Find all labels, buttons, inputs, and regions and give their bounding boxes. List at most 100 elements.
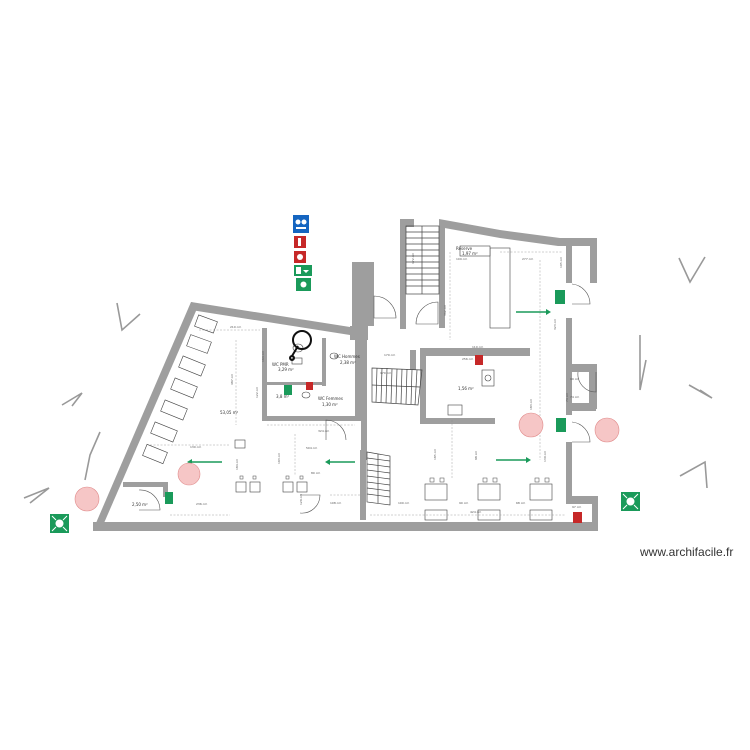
stair-wall-top [406,219,414,227]
assembly-point-sign-icon [296,278,311,291]
bottom-wall [93,522,598,531]
dim-label: 172 cm [411,253,415,264]
room-area-wc-pmr: 3,29 m² [278,367,294,372]
door-swings [138,283,597,514]
dim-label: 74 cm [570,395,579,399]
dim-label: 185 cm [433,449,437,460]
wc-wall-bottom [262,416,362,421]
assembly-point-sign-icon [621,492,640,511]
kitchen-wall-left [420,348,426,423]
dim-label: 487 cm [230,374,234,385]
kitchen-wall-bottom [420,418,495,424]
dim-label: 424 cm [470,510,481,514]
room-name-wc-femmes: WC Femmes [318,396,343,401]
room-name-reserve: Réserve [456,246,473,251]
stair-wall-right [439,225,445,328]
extinguisher-zones [74,412,620,512]
furniture [142,245,553,521]
extinguisher-sign-icon [306,382,313,390]
placed-signs [165,290,582,523]
top-left-wall [191,302,350,335]
small-room-wall-right [163,482,168,497]
room-name-wc-pmr: WC PMR [272,362,289,367]
extinguisher-sign-icon [573,512,582,523]
kitchen-wall-top [420,348,530,356]
dim-label: 256 cm [462,357,473,361]
right-wall-bottom-step [566,496,598,504]
fire-extinguisher-sign-icon [294,236,306,248]
wheelchair-symbol-icon [289,330,312,361]
room-area-wc-hommes: 2,38 m² [340,360,356,365]
dim-label: 74 cm [565,393,569,402]
accessibility-sign-icon [293,215,309,233]
exit-sign-icon [555,290,565,304]
right-wall-notch-side [589,364,597,409]
lower-stair-wall-left [360,450,366,520]
watermark: www.archifacile.fr [639,545,733,559]
chairs [239,475,550,483]
dim-label: 122 cm [255,387,259,398]
dim-label: 362 cm [443,305,447,316]
dim-label: 68 cm [516,501,525,505]
dim-label: 236 cm [196,502,207,506]
dim-label: 129 cm [299,494,303,505]
dim-label: 504 cm [306,446,317,450]
legend [293,215,312,291]
small-room-wall-top [123,482,168,487]
stair2-wall-right [410,350,416,370]
right-wall-notch-top [566,364,596,372]
dimension-labels: 210 cm 487 cm 122 cm 164 cm 324 cm 504 c… [190,253,581,514]
walls [93,219,598,531]
right-wall-upper [590,238,597,283]
dim-label: 210 cm [230,325,241,329]
upper-staircase [405,225,440,295]
dim-label: 184 cm [235,459,239,470]
room-area-small-left: 2,50 m² [132,502,148,507]
extinguisher-sign-icon [475,355,483,365]
room-area-vestiaire: 3,8 m² [276,394,290,399]
dim-label: 100 cm [398,501,409,505]
room-area-main: 53,05 m² [220,410,239,415]
emergency-exit-sign-icon [294,265,312,276]
stair-wall-left [400,219,406,329]
room-area-wc-femmes: 1,30 m² [322,402,338,407]
dim-label: 108 cm [330,501,341,505]
left-diagonal-wall [93,302,199,530]
right-wall-lower-b [566,442,572,500]
dim-label: 323 cm [553,319,557,330]
room-labels: 53,05 m² WC PMR 3,29 m² WC Hommes 2,38 m… [132,246,478,507]
exit-sign-icon [284,385,292,395]
top-right-wall [439,219,560,246]
wc-wall-right [355,335,361,421]
dimension-lines [150,251,566,516]
dim-label: 324 cm [318,429,329,433]
room-area-reserve: 1,97 m² [462,251,478,256]
dim-label: 193 cm [277,453,281,464]
dim-label: 98 cm [474,451,478,460]
wc-wall-mid [322,338,326,386]
exit-sign-icon [556,418,566,432]
room-name-wc-hommes: WC Hommes [334,354,360,359]
wc-wall-left [262,328,267,420]
dim-label: 183 cm [529,399,533,410]
lower-staircase [366,451,391,506]
dim-label: 164 cm [261,351,265,362]
right-top-corner [558,238,596,246]
dim-label: 80 cm [311,471,320,475]
dim-label: 105 cm [559,257,563,268]
right-wall-lower-a [566,411,572,415]
central-column [350,262,374,340]
dim-label: 170 cm [384,353,395,357]
dim-label: 130 cm [543,451,547,462]
stair2-wall-left [361,340,367,460]
assembly-point-sign-icon [50,514,69,533]
fire-alarm-sign-icon [294,251,306,263]
dim-label: 110 cm [472,345,483,349]
dim-label: 277 cm [522,257,533,261]
dim-label: 90 cm [459,501,468,505]
exit-sign-icon [165,492,173,504]
room-area-kitchen: 1,56 m² [458,386,474,391]
dim-label: 97 cm [572,505,581,509]
wc-wall-h [262,382,326,385]
